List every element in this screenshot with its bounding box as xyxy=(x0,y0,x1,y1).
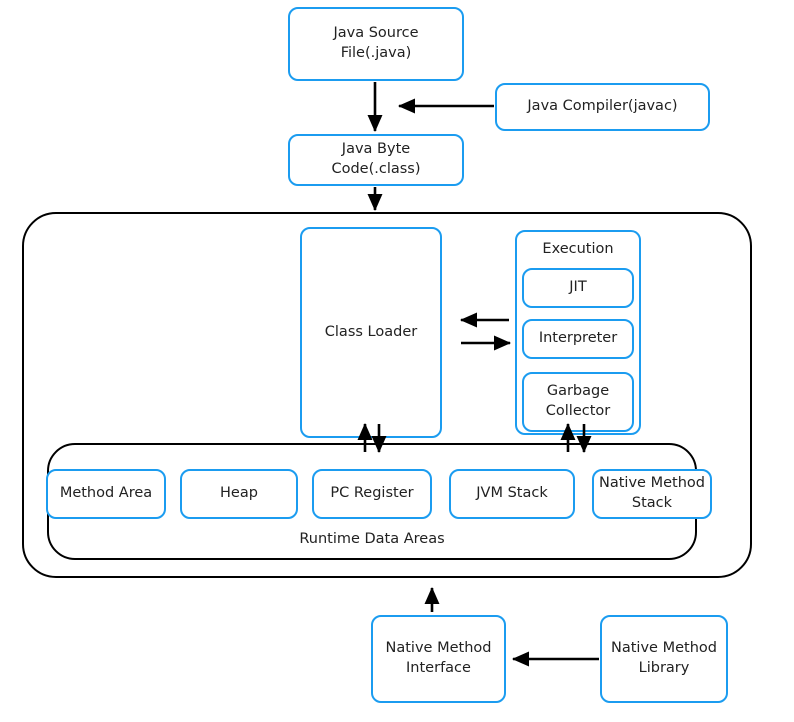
execution-group-label: Execution xyxy=(542,241,614,257)
node-pc-register[interactable]: PC Register xyxy=(312,469,432,519)
node-jvm-stack[interactable]: JVM Stack xyxy=(449,469,575,519)
node-jit[interactable]: JIT xyxy=(522,268,634,308)
node-native-method-stack[interactable]: Native Method Stack xyxy=(592,469,712,519)
node-interpreter[interactable]: Interpreter xyxy=(522,319,634,359)
node-class-loader[interactable]: Class Loader xyxy=(300,227,442,438)
runtime-data-areas-label: Runtime Data Areas xyxy=(299,531,445,547)
node-java-compiler[interactable]: Java Compiler(javac) xyxy=(495,83,710,131)
node-heap[interactable]: Heap xyxy=(180,469,298,519)
node-method-area[interactable]: Method Area xyxy=(46,469,166,519)
node-java-source-file[interactable]: Java Source File(.java) xyxy=(288,7,464,81)
node-garbage-collector[interactable]: Garbage Collector xyxy=(522,372,634,432)
node-native-method-library[interactable]: Native Method Library xyxy=(600,615,728,703)
node-java-byte-code[interactable]: Java Byte Code(.class) xyxy=(288,134,464,186)
node-native-method-interface[interactable]: Native Method Interface xyxy=(371,615,506,703)
